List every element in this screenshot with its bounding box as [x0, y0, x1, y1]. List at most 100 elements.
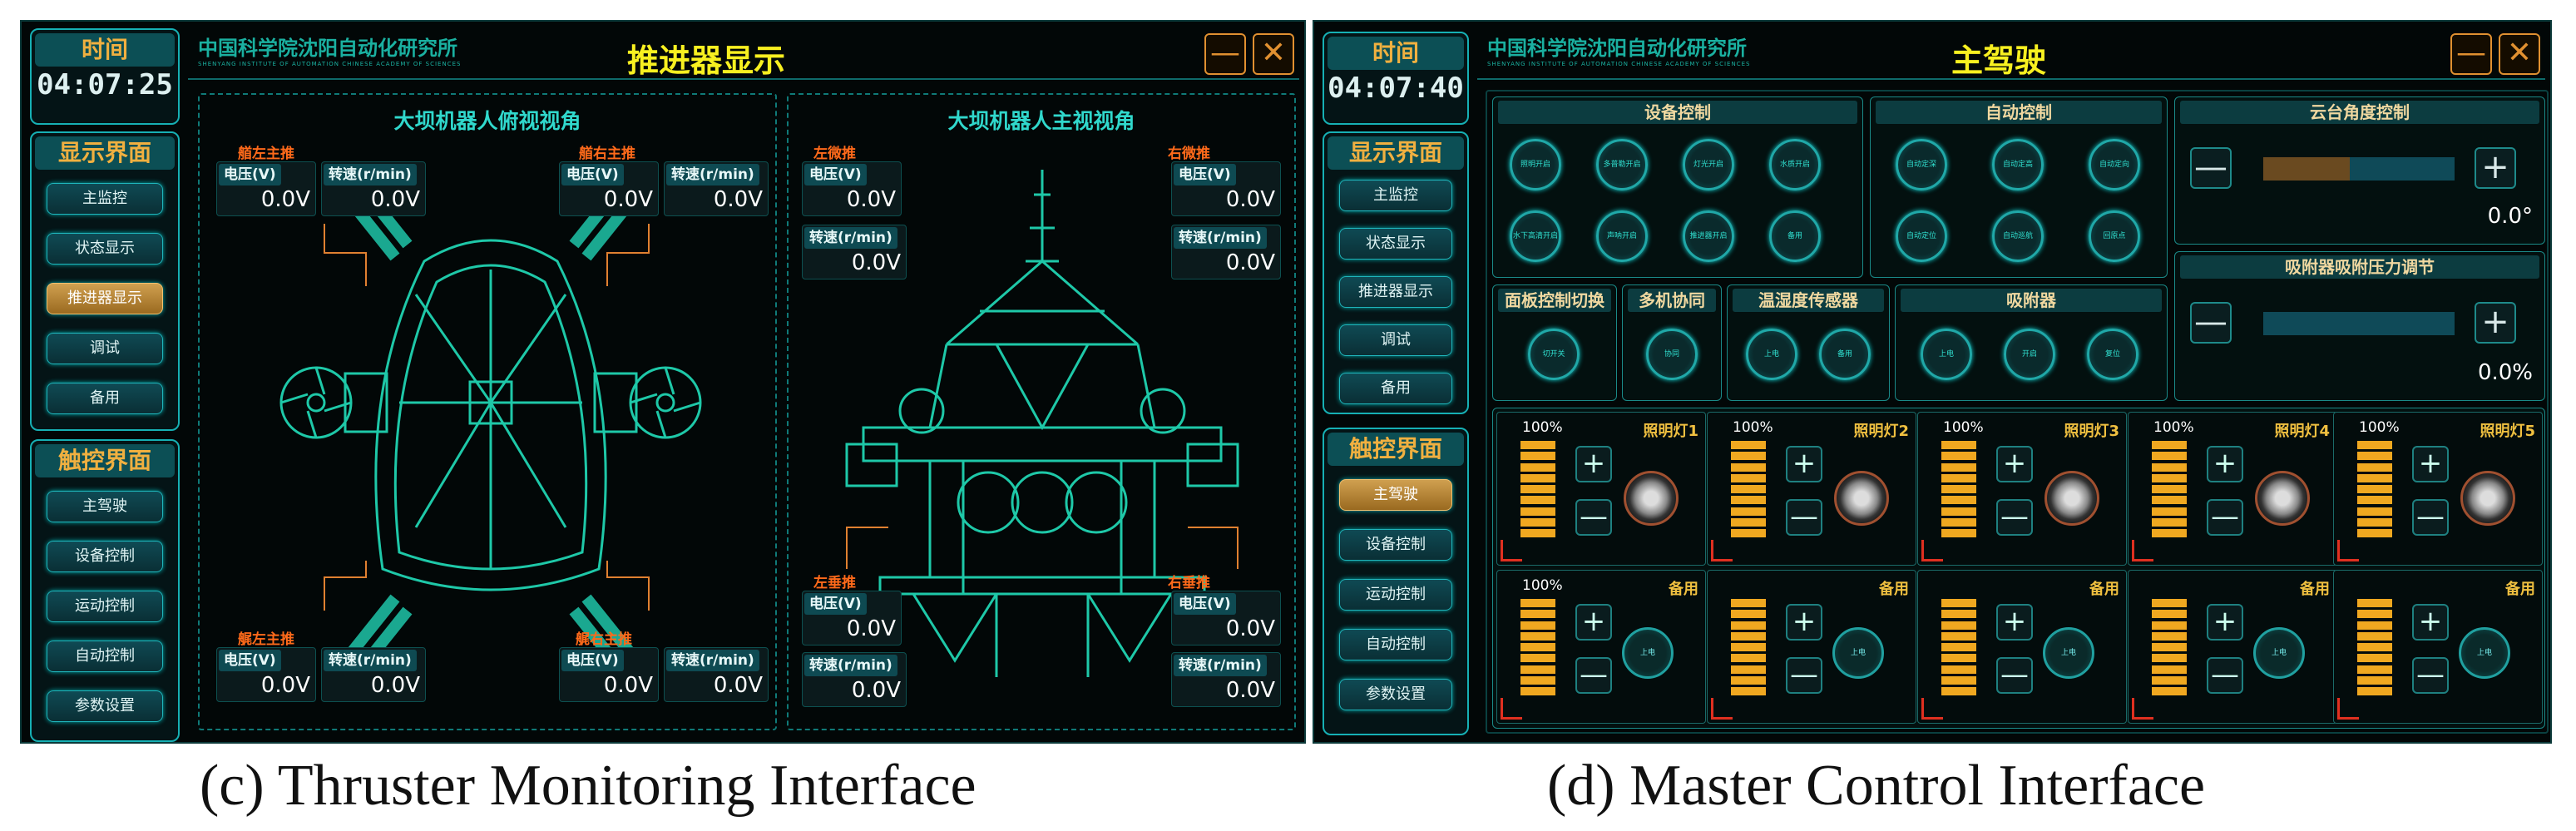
nav-auto-control[interactable]: 自动控制 — [1339, 629, 1452, 660]
brightness-minus-button[interactable]: — — [1575, 499, 1612, 536]
nav-debug[interactable]: 调试 — [1339, 324, 1452, 356]
spare-power-button[interactable]: 上电 — [2253, 627, 2305, 679]
nav-main-monitor[interactable]: 主监控 — [1339, 180, 1452, 211]
auto-button[interactable]: 回原点 — [2089, 210, 2140, 262]
suction-plus-button[interactable]: + — [2475, 302, 2516, 344]
close-button[interactable]: ✕ — [1253, 33, 1294, 75]
brightness-plus-button[interactable]: + — [2412, 446, 2449, 482]
minimize-button[interactable]: — — [1204, 33, 1246, 75]
device-button[interactable]: 推进器开启 — [1683, 210, 1734, 262]
coordination-button[interactable]: 协同 — [1646, 329, 1698, 380]
brightness-plus-button[interactable]: + — [1575, 446, 1612, 482]
nav-debug[interactable]: 调试 — [47, 333, 163, 364]
minimize-button[interactable]: — — [2450, 33, 2492, 75]
nav-parameter-settings[interactable]: 参数设置 — [47, 690, 163, 722]
device-button[interactable]: 水质开启 — [1769, 139, 1821, 190]
spare-minus-button[interactable]: — — [1786, 657, 1822, 694]
nav-spare[interactable]: 备用 — [1339, 373, 1452, 404]
caption-c: (c) Thruster Monitoring Interface — [200, 754, 977, 818]
auto-button[interactable]: 自动巡航 — [1992, 210, 2044, 262]
corner-mark — [2132, 698, 2153, 720]
nav-spare[interactable]: 备用 — [47, 383, 163, 414]
corner-mark — [2337, 540, 2359, 561]
device-button[interactable]: 声呐开启 — [1596, 210, 1648, 262]
sensor-button[interactable]: 上电 — [1746, 329, 1797, 380]
spare-power-button[interactable]: 上电 — [1832, 627, 1884, 679]
voltage-readout: 电压(V)0.0V — [216, 161, 316, 216]
lamp-card: 100% 照明灯4 + — — [2128, 412, 2337, 566]
auto-button[interactable]: 自动定深 — [1896, 139, 1947, 190]
lamp-knob[interactable] — [2255, 471, 2310, 526]
adsorber-button[interactable]: 复位 — [2087, 329, 2138, 380]
gimbal-minus-button[interactable]: — — [2190, 147, 2232, 189]
device-button[interactable]: 灯光开启 — [1683, 139, 1734, 190]
close-button[interactable]: ✕ — [2499, 33, 2540, 75]
voltage-readout: 电压(V)0.0V — [802, 591, 902, 646]
spare-plus-button[interactable]: + — [2412, 604, 2449, 641]
nav-device-control[interactable]: 设备控制 — [1339, 529, 1452, 561]
spare-power-button[interactable]: 上电 — [2043, 627, 2094, 679]
nav-status-display[interactable]: 状态显示 — [47, 233, 163, 265]
nav-master-drive[interactable]: 主驾驶 — [47, 491, 163, 522]
spare-plus-button[interactable]: + — [2207, 604, 2243, 641]
nav-master-drive[interactable]: 主驾驶 — [1339, 479, 1452, 511]
brightness-minus-button[interactable]: — — [1996, 499, 2033, 536]
suction-slider[interactable] — [2263, 312, 2455, 335]
nav-motion-control[interactable]: 运动控制 — [1339, 579, 1452, 611]
nav-thruster-display[interactable]: 推进器显示 — [47, 283, 163, 314]
time-label: 时间 — [1328, 37, 1464, 70]
device-button[interactable]: 备用 — [1769, 210, 1821, 262]
brightness-minus-button[interactable]: — — [2412, 499, 2449, 536]
spare-plus-button[interactable]: + — [1786, 604, 1822, 641]
brightness-minus-button[interactable]: — — [2207, 499, 2243, 536]
nav-device-control[interactable]: 设备控制 — [47, 541, 163, 572]
spare-plus-button[interactable]: + — [1996, 604, 2033, 641]
lamp-name: 照明灯5 — [2480, 423, 2535, 440]
lamp-knob[interactable] — [1624, 471, 1679, 526]
brightness-plus-button[interactable]: + — [1786, 446, 1822, 482]
device-control-group: 设备控制 照明开启 多普勒开启 灯光开启 水质开启 水下高清开启 声呐开启 推进… — [1492, 96, 1863, 278]
auto-button[interactable]: 自动定高 — [1992, 139, 2044, 190]
device-button[interactable]: 多普勒开启 — [1596, 139, 1648, 190]
lamp-name: 照明灯3 — [2064, 423, 2119, 440]
brightness-plus-button[interactable]: + — [1996, 446, 2033, 482]
gimbal-slider[interactable] — [2263, 157, 2455, 181]
suction-minus-button[interactable]: — — [2190, 302, 2232, 344]
spare-minus-button[interactable]: — — [1996, 657, 2033, 694]
gimbal-value: 0.0° — [2487, 204, 2533, 229]
nav-thruster-display[interactable]: 推进器显示 — [1339, 276, 1452, 308]
gimbal-plus-button[interactable]: + — [2475, 147, 2516, 189]
brightness-minus-button[interactable]: — — [1786, 499, 1822, 536]
lamp-knob[interactable] — [1834, 471, 1889, 526]
spare-plus-button[interactable]: + — [1575, 604, 1612, 641]
spare-power-button[interactable]: 上电 — [1622, 627, 1674, 679]
nav-motion-control[interactable]: 运动控制 — [47, 591, 163, 622]
touch-menu-header: 触控界面 — [1328, 433, 1464, 466]
auto-button[interactable]: 自动定位 — [1896, 210, 1947, 262]
lamp-knob[interactable] — [2044, 471, 2099, 526]
sensor-button[interactable]: 备用 — [1819, 329, 1871, 380]
panel-switch-button[interactable]: 切开关 — [1528, 329, 1580, 380]
spare-card: 100% 备用 + — 上电 — [1496, 570, 1706, 724]
brightness-plus-button[interactable]: + — [2207, 446, 2243, 482]
nav-parameter-settings[interactable]: 参数设置 — [1339, 679, 1452, 710]
auto-button[interactable]: 自动定向 — [2089, 139, 2140, 190]
spare-card: 备用 + — 上电 — [1917, 570, 2127, 724]
adsorber-button[interactable]: 上电 — [1921, 329, 1972, 380]
touch-menu: 触控界面 主驾驶 设备控制 运动控制 自动控制 参数设置 — [30, 439, 180, 742]
top-view-title: 大坝机器人俯视视角 — [393, 109, 581, 133]
spare-minus-button[interactable]: — — [2412, 657, 2449, 694]
nav-status-display[interactable]: 状态显示 — [1339, 228, 1452, 260]
adsorber-button[interactable]: 开启 — [2004, 329, 2055, 380]
thruster-label: 右微推 — [1168, 146, 1210, 162]
device-button[interactable]: 照明开启 — [1510, 139, 1561, 190]
spare-power-button[interactable]: 上电 — [2459, 627, 2510, 679]
lamp-knob[interactable] — [2460, 471, 2515, 526]
spare-minus-button[interactable]: — — [1575, 657, 1612, 694]
spare-minus-button[interactable]: — — [2207, 657, 2243, 694]
gimbal-slider-fill — [2263, 157, 2350, 181]
device-button[interactable]: 水下高清开启 — [1510, 210, 1561, 262]
nav-main-monitor[interactable]: 主监控 — [47, 183, 163, 215]
nav-auto-control[interactable]: 自动控制 — [47, 641, 163, 672]
spare-name: 备用 — [1879, 581, 1909, 598]
